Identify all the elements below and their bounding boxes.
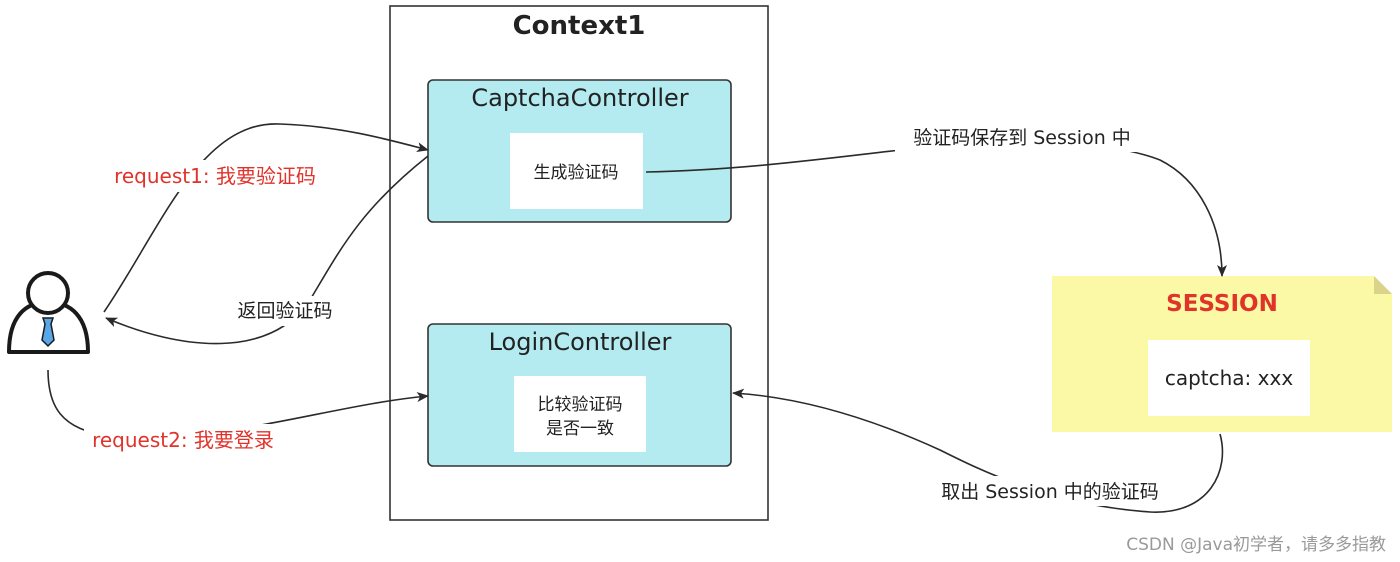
request2-label: request2: 我要登录 bbox=[92, 428, 274, 452]
user-icon bbox=[7, 271, 90, 354]
return-captcha-label-bg bbox=[228, 296, 342, 326]
login-action-box bbox=[514, 376, 646, 452]
read-from-session-label: 取出 Session 中的验证码 bbox=[941, 481, 1159, 503]
request2-label-bg bbox=[84, 424, 282, 456]
login-action-line1: 比较验证码 bbox=[538, 395, 623, 415]
session-content: captcha: xxx bbox=[1165, 366, 1293, 390]
captcha-action-label: 生成验证码 bbox=[534, 163, 619, 183]
save-to-session-label-bg bbox=[895, 122, 1149, 152]
read-from-session-label-bg bbox=[924, 476, 1176, 506]
session-title: SESSION bbox=[1166, 291, 1278, 317]
context-title: Context1 bbox=[513, 11, 646, 41]
save-to-session-label: 验证码保存到 Session 中 bbox=[913, 127, 1131, 149]
request1-arrow bbox=[103, 123, 429, 313]
login-action-line2: 是否一致 bbox=[546, 419, 614, 439]
captcha-controller-title: CaptchaController bbox=[471, 84, 688, 112]
session-content-box bbox=[1148, 340, 1310, 416]
login-controller-box: LoginController 比较验证码 是否一致 bbox=[427, 323, 732, 467]
watermark: CSDN @Java初学者，请多多指教 bbox=[1126, 535, 1386, 555]
return-captcha-label: 返回验证码 bbox=[237, 300, 332, 322]
session-note: SESSION captcha: xxx bbox=[1052, 276, 1392, 432]
request1-label: request1: 我要验证码 bbox=[114, 164, 316, 188]
request1-label-bg bbox=[104, 160, 326, 192]
captcha-controller-box: CaptchaController 生成验证码 bbox=[427, 79, 732, 223]
login-controller-title: LoginController bbox=[489, 328, 672, 356]
captcha-action-box bbox=[510, 133, 643, 209]
